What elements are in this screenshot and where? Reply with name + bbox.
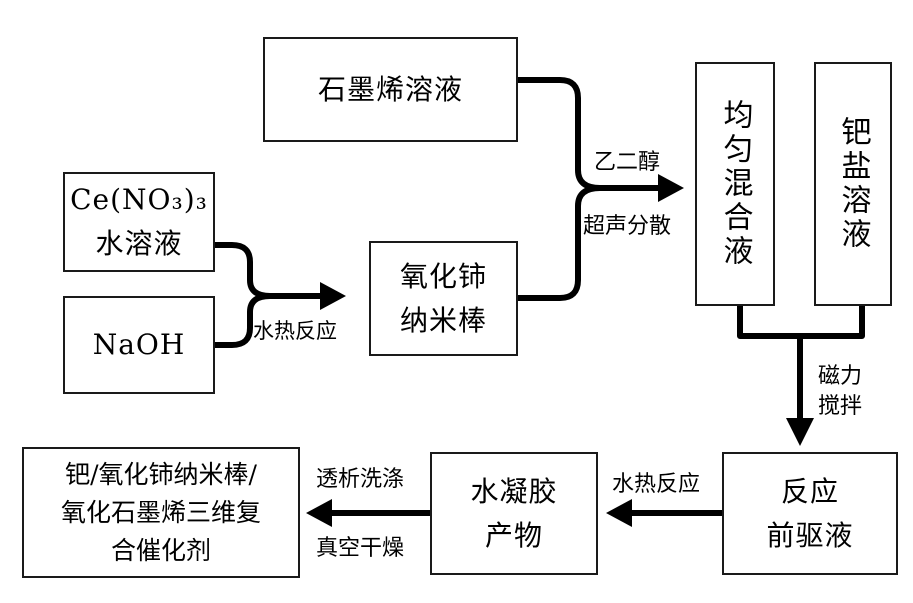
connector-nanorods-to-merge	[518, 188, 600, 298]
node-cerium-nitrate-label: Ce(NO₃)₃ 水溶液	[70, 178, 208, 266]
node-palladium-salt: 钯盐溶液	[814, 62, 892, 306]
node-graphene-solution: 石墨烯溶液	[263, 37, 518, 142]
node-precursor-label: 反应 前驱液	[766, 470, 853, 558]
arrowhead-to-precursor	[786, 418, 814, 446]
node-graphene-solution-label: 石墨烯溶液	[318, 70, 463, 110]
arrowhead-to-hydrogel	[606, 499, 632, 527]
label-ultrasonic: 超声分散	[583, 214, 671, 240]
label-hydrothermal-1: 水热反应	[253, 318, 337, 344]
node-cerium-nitrate: Ce(NO₃)₃ 水溶液	[63, 172, 215, 272]
label-dialysis: 透析洗涤	[316, 467, 404, 493]
node-ceria-nanorods: 氧化铈 纳米棒	[369, 241, 518, 356]
label-magnetic-stirring: 磁力 搅拌	[818, 362, 862, 422]
label-ethylene-glycol: 乙二醇	[594, 150, 660, 176]
node-hydrogel-label: 水凝胶 产物	[470, 470, 557, 558]
label-vacuum-drying: 真空干燥	[316, 536, 404, 562]
node-mixed-solution-label: 均匀混合液	[715, 99, 756, 269]
node-naoh-label: NaOH	[93, 325, 186, 365]
node-precursor: 反应 前驱液	[722, 452, 898, 575]
node-ceria-nanorods-label: 氧化铈 纳米棒	[400, 255, 487, 343]
node-catalyst: 钯/氧化铈纳米棒/ 氧化石墨烯三维复 合催化剂	[22, 447, 300, 578]
node-mixed-solution: 均匀混合液	[695, 62, 775, 306]
arrowhead-to-catalyst	[306, 499, 332, 527]
node-catalyst-label: 钯/氧化铈纳米棒/ 氧化石墨烯三维复 合催化剂	[61, 456, 261, 570]
connector-bracket-mixed-palladium	[740, 306, 862, 336]
connector-cerium-to-merge	[215, 245, 322, 296]
node-palladium-salt-label: 钯盐溶液	[833, 116, 874, 252]
label-hydrothermal-2: 水热反应	[612, 472, 700, 498]
arrowhead-to-nanorods	[320, 282, 346, 310]
node-hydrogel: 水凝胶 产物	[430, 452, 598, 575]
arrowhead-to-mixed-solution	[658, 174, 684, 202]
node-naoh: NaOH	[63, 296, 215, 394]
